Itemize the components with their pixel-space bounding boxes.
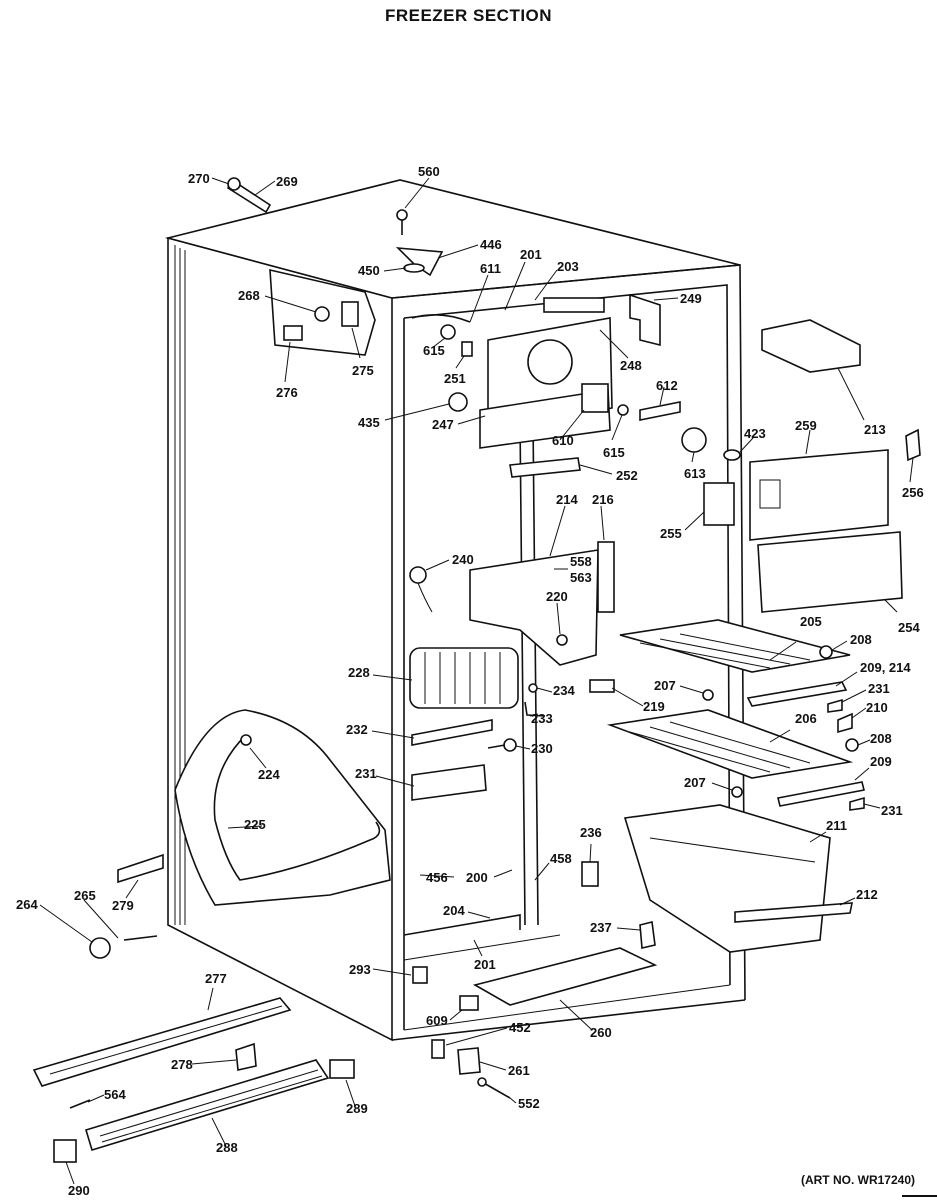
callout-564: 564 bbox=[104, 1087, 126, 1102]
parts-middle bbox=[174, 428, 921, 906]
callout-289: 289 bbox=[346, 1101, 368, 1116]
bottom-rule bbox=[902, 1195, 937, 1197]
callout-220: 220 bbox=[546, 589, 568, 604]
callout-230: 230 bbox=[531, 741, 553, 756]
callout-560: 560 bbox=[418, 164, 440, 179]
callout-214: 214 bbox=[556, 492, 578, 507]
callout-609: 609 bbox=[426, 1013, 448, 1028]
callout-268: 268 bbox=[238, 288, 260, 303]
callout-256: 256 bbox=[902, 485, 924, 500]
callout-201-bottom: 201 bbox=[474, 957, 496, 972]
callout-231-a: 231 bbox=[868, 681, 890, 696]
callout-277: 277 bbox=[205, 971, 227, 986]
callout-216: 216 bbox=[592, 492, 614, 507]
callout-240: 240 bbox=[452, 552, 474, 567]
callout-204: 204 bbox=[443, 903, 465, 918]
parts-top bbox=[226, 177, 861, 478]
callout-219: 219 bbox=[643, 699, 665, 714]
callout-labels: 270 269 560 446 450 201 203 611 268 249 … bbox=[16, 164, 924, 1198]
callout-232: 232 bbox=[346, 722, 368, 737]
callout-201-top: 201 bbox=[520, 247, 542, 262]
callout-255: 255 bbox=[660, 526, 682, 541]
callout-200: 200 bbox=[466, 870, 488, 885]
callout-237: 237 bbox=[590, 920, 612, 935]
callout-205: 205 bbox=[800, 614, 822, 629]
callout-213: 213 bbox=[864, 422, 886, 437]
callout-613: 613 bbox=[684, 466, 706, 481]
callout-264: 264 bbox=[16, 897, 38, 912]
callout-563: 563 bbox=[570, 570, 592, 585]
callout-231-c: 231 bbox=[881, 803, 903, 818]
callout-610: 610 bbox=[552, 433, 574, 448]
parts-lower bbox=[32, 804, 853, 1163]
leader-lines bbox=[39, 177, 914, 1185]
callout-248: 248 bbox=[620, 358, 642, 373]
callout-279: 279 bbox=[112, 898, 134, 913]
callout-265: 265 bbox=[74, 888, 96, 903]
callout-252: 252 bbox=[616, 468, 638, 483]
callout-261: 261 bbox=[508, 1063, 530, 1078]
art-number: (ART NO. WR17240) bbox=[800, 1173, 915, 1187]
callout-249: 249 bbox=[680, 291, 702, 306]
callout-615-b: 615 bbox=[603, 445, 625, 460]
callout-290: 290 bbox=[68, 1183, 90, 1198]
callout-276: 276 bbox=[276, 385, 298, 400]
callout-558: 558 bbox=[570, 554, 592, 569]
callout-251: 251 bbox=[444, 371, 466, 386]
callout-615-a: 615 bbox=[423, 343, 445, 358]
callout-611: 611 bbox=[480, 261, 501, 276]
callout-212: 212 bbox=[856, 887, 878, 902]
callout-211: 211 bbox=[826, 818, 847, 833]
callout-260: 260 bbox=[590, 1025, 612, 1040]
callout-231-b: 231 bbox=[355, 766, 377, 781]
callout-203: 203 bbox=[557, 259, 579, 274]
callout-233: 233 bbox=[531, 711, 553, 726]
callout-446: 446 bbox=[480, 237, 502, 252]
diagram-title: FREEZER SECTION bbox=[384, 6, 553, 25]
callout-275: 275 bbox=[352, 363, 374, 378]
callout-208-b: 208 bbox=[870, 731, 892, 746]
callout-224: 224 bbox=[258, 767, 280, 782]
callout-208-a: 208 bbox=[850, 632, 872, 647]
callout-234: 234 bbox=[553, 683, 575, 698]
callout-254: 254 bbox=[898, 620, 920, 635]
callout-278: 278 bbox=[171, 1057, 193, 1072]
callout-450: 450 bbox=[358, 263, 380, 278]
callout-259: 259 bbox=[795, 418, 817, 433]
callout-435: 435 bbox=[358, 415, 380, 430]
callout-209: 209 bbox=[870, 754, 892, 769]
callout-552: 552 bbox=[518, 1096, 540, 1111]
callout-270: 270 bbox=[188, 171, 210, 186]
callout-458: 458 bbox=[550, 851, 572, 866]
callout-452: 452 bbox=[509, 1020, 531, 1035]
callout-206: 206 bbox=[795, 711, 817, 726]
callout-612: 612 bbox=[656, 378, 678, 393]
callout-210: 210 bbox=[866, 700, 888, 715]
callout-247: 247 bbox=[432, 417, 454, 432]
callout-269: 269 bbox=[276, 174, 298, 189]
callout-456: 456 bbox=[426, 870, 448, 885]
callout-207-b: 207 bbox=[684, 775, 706, 790]
callout-209-214: 209, 214 bbox=[860, 660, 911, 675]
callout-423: 423 bbox=[744, 426, 766, 441]
callout-225: 225 bbox=[244, 817, 266, 832]
callout-236: 236 bbox=[580, 825, 602, 840]
callout-228: 228 bbox=[348, 665, 370, 680]
callout-293: 293 bbox=[349, 962, 371, 977]
callout-288: 288 bbox=[216, 1140, 238, 1155]
callout-207-a: 207 bbox=[654, 678, 676, 693]
